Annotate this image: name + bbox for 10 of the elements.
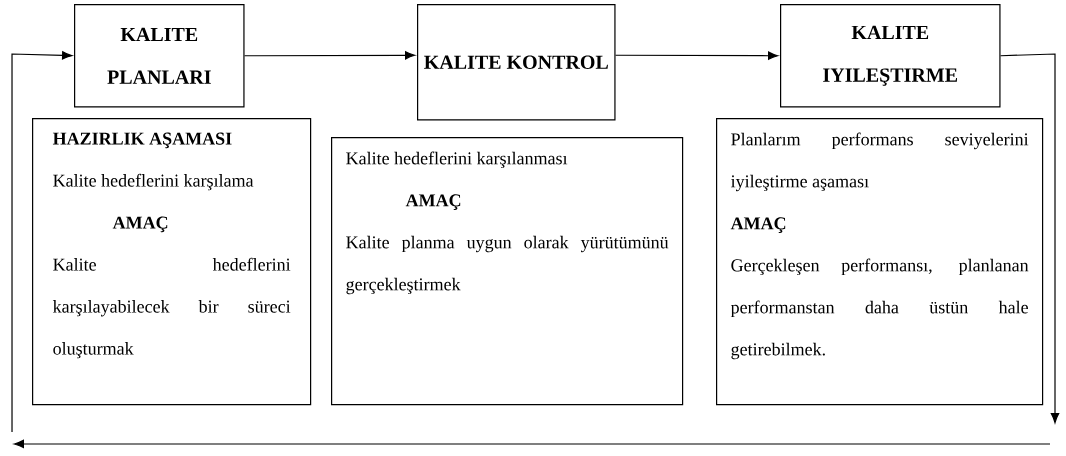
process-box: KALITE IYILEŞTIRME xyxy=(780,4,1001,108)
text-box: Planlarım performans seviyelerini iyileştirme aşaması AMAÇ Gerçekleşen performansı, planlanan performanstan daha üstün hale getirebilmek. xyxy=(716,118,1044,406)
text-box: HAZIRLIK AŞAMASI Kalite hedeflerini karşılama AMAÇ Kalite hedeflerini karşılayabilecek bir süreci oluşturmak xyxy=(32,118,312,406)
process-box: KALITE PLANLARI xyxy=(74,4,245,108)
arrow xyxy=(614,51,779,60)
arrow xyxy=(11,51,73,433)
process-box: KALITE KONTROL xyxy=(417,4,616,121)
arrow xyxy=(243,51,416,60)
arrow xyxy=(999,53,1060,424)
text-box: Kalite hedeflerini karşılanması AMAÇ Kalite planma uygun olarak yürütümünü gerçekleştirmek xyxy=(331,137,684,406)
